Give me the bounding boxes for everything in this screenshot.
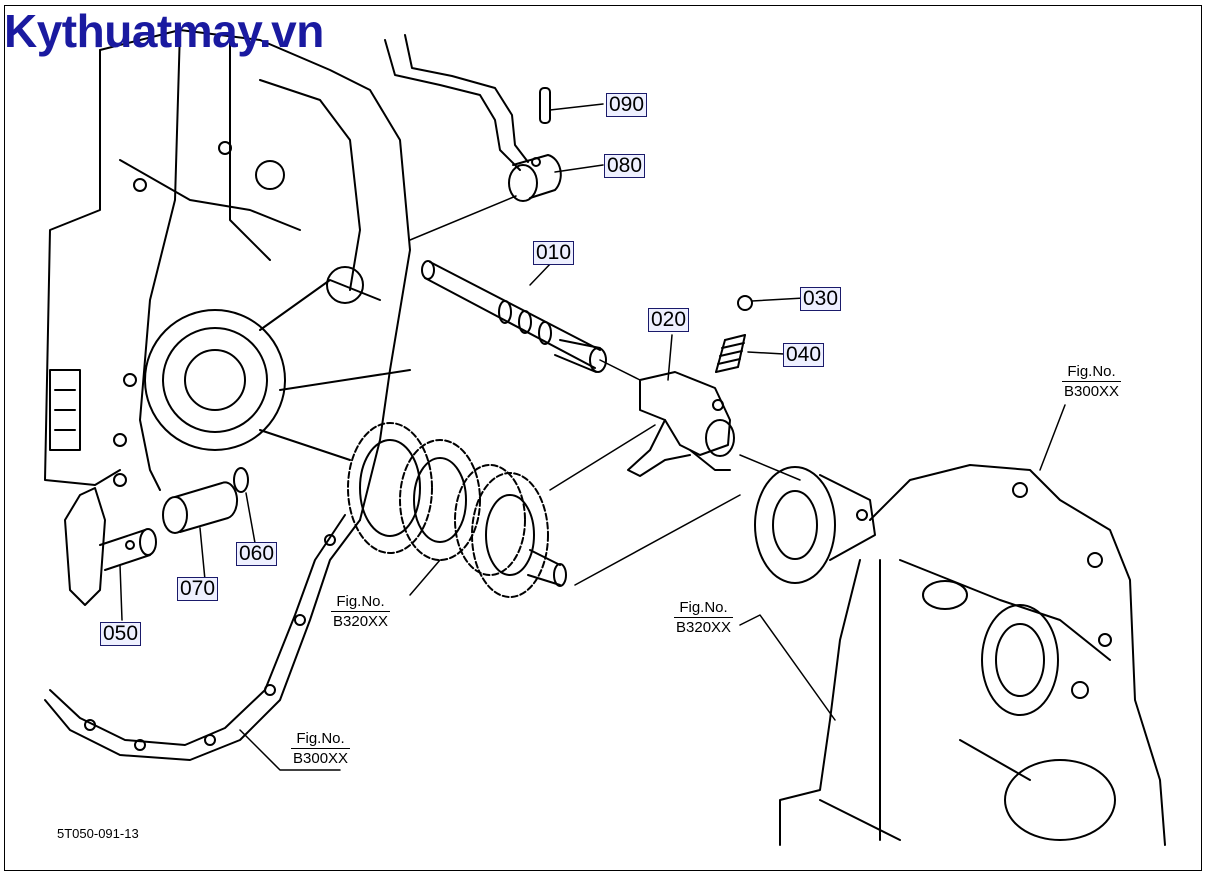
gear-cluster [347, 422, 567, 598]
spring-040 [715, 334, 746, 373]
part-label-010[interactable]: 010 [533, 241, 575, 265]
fig-ref-code: B320XX [331, 611, 391, 630]
fig-ref-title: Fig.No. [296, 730, 345, 747]
sleeve-070 [162, 481, 239, 534]
fig-ref-code: B300XX [291, 748, 351, 767]
part-label-080[interactable]: 080 [604, 154, 646, 178]
part-label-020[interactable]: 020 [648, 308, 690, 332]
left-cover-gasket [44, 514, 361, 761]
watermark-logo: Kythuatmay.vn [4, 5, 324, 57]
bearing-plate [754, 466, 876, 584]
diagram-frame [4, 5, 1202, 871]
part-label-060[interactable]: 060 [236, 542, 278, 566]
fig-ref-gear-cluster[interactable]: Fig.No. B320XX [331, 592, 391, 631]
part-label-030[interactable]: 030 [800, 287, 842, 311]
collar-080 [508, 154, 562, 202]
part-label-050[interactable]: 050 [100, 622, 142, 646]
shift-fork-020 [627, 371, 735, 477]
fig-ref-right-housing[interactable]: Fig.No. B300XX [1062, 362, 1122, 401]
pin-090 [539, 87, 551, 124]
shift-lever-050 [64, 487, 157, 606]
fig-ref-title: Fig.No. [679, 599, 728, 616]
fig-ref-title: Fig.No. [1067, 363, 1116, 380]
fig-ref-title: Fig.No. [336, 593, 385, 610]
fig-ref-bearing-plate[interactable]: Fig.No. B320XX [674, 598, 734, 637]
part-label-090[interactable]: 090 [606, 93, 648, 117]
fig-ref-left-cover[interactable]: Fig.No. B300XX [291, 729, 351, 768]
ball-030 [737, 295, 753, 311]
part-label-070[interactable]: 070 [177, 577, 219, 601]
o-ring-060 [233, 467, 249, 493]
document-code: 5T050-091-13 [57, 826, 139, 841]
fig-ref-code: B320XX [674, 617, 734, 636]
shift-rod-010 [421, 260, 607, 373]
left-housing [44, 29, 411, 521]
shift-arm [384, 34, 529, 171]
fig-ref-code: B300XX [1062, 381, 1122, 400]
leader-lines [119, 103, 1066, 771]
right-housing [779, 464, 1166, 846]
part-label-040[interactable]: 040 [783, 343, 825, 367]
